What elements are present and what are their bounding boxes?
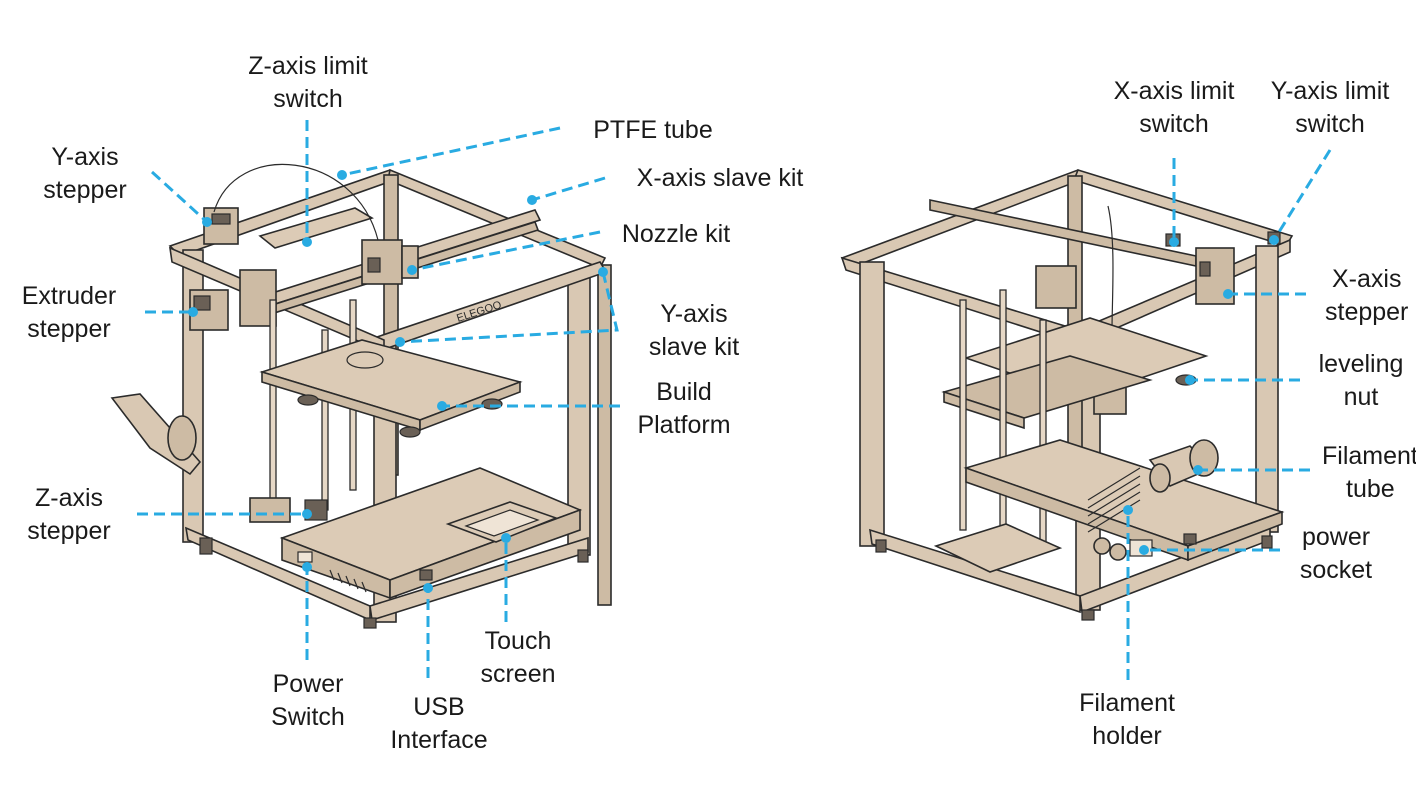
label-nozzle-kit: Nozzle kit — [621, 220, 731, 248]
label-ptfe-tube: PTFE tube — [593, 116, 713, 144]
rear-view-printer — [840, 169, 1294, 621]
front-view-printer: ELEGOO — [110, 164, 612, 629]
leader-lines — [137, 120, 1332, 680]
label-x-axis-slave-kit: X-axis slave kit — [636, 164, 804, 192]
